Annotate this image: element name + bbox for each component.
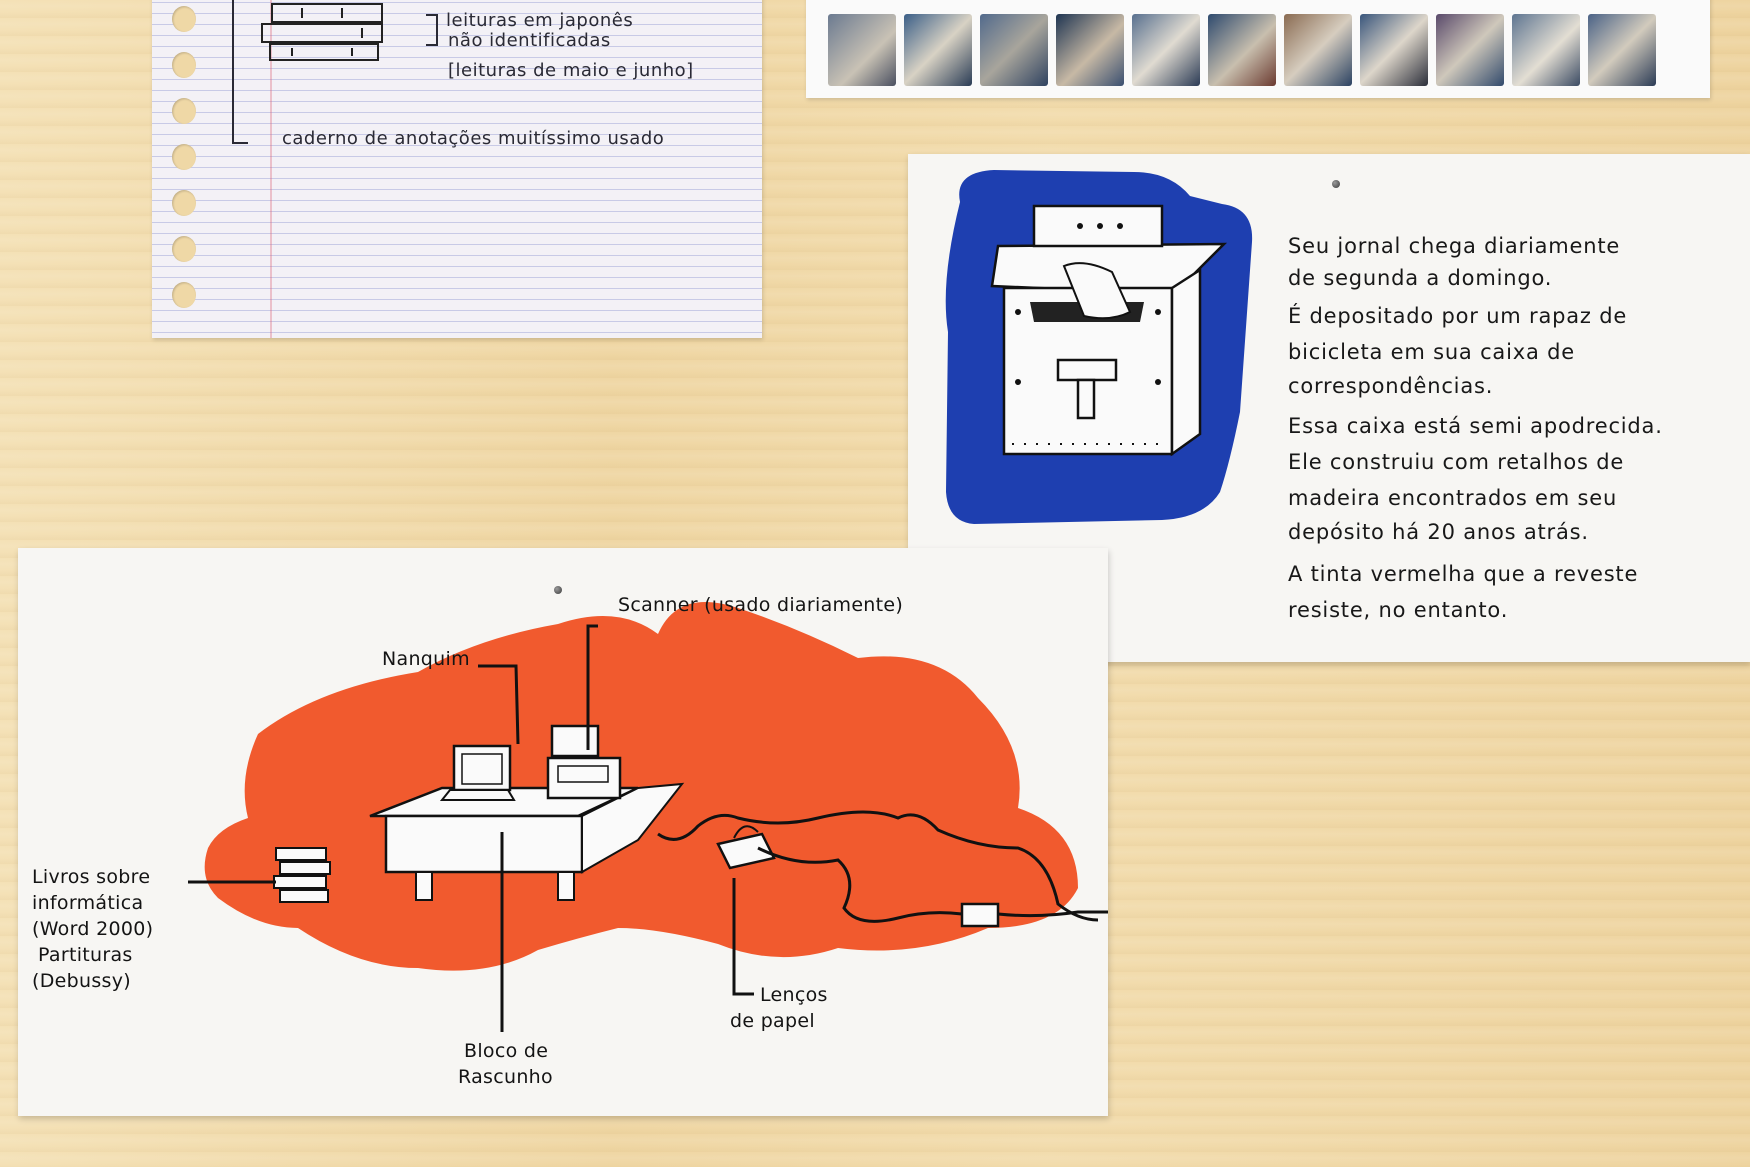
label-livros: Partituras xyxy=(38,944,133,966)
mailbox-text-line: Essa caixa está semi apodrecida. xyxy=(1288,414,1663,438)
mailbox-text-line: Ele construiu com retalhos de xyxy=(1288,450,1625,474)
mailbox-text-line: bicicleta em sua caixa de xyxy=(1288,340,1575,364)
label-livros: (Debussy) xyxy=(32,970,131,992)
mailbox-drawing xyxy=(945,170,1253,524)
photo-tile xyxy=(1512,14,1580,86)
photo-tile xyxy=(828,14,896,86)
mailbox-text-line: A tinta vermelha que a reveste xyxy=(1288,562,1639,586)
label-lencos: Lenços xyxy=(760,984,828,1006)
photo-strip xyxy=(806,0,1710,98)
notebook-line: [leituras de maio e junho] xyxy=(448,60,694,81)
binder-hole xyxy=(172,282,196,308)
binder-hole xyxy=(172,190,196,216)
photo-tile xyxy=(1360,14,1428,86)
photo-tile xyxy=(904,14,972,86)
photo-tile xyxy=(1056,14,1124,86)
tree-line xyxy=(232,0,234,144)
mailbox-text-line: Seu jornal chega diariamente xyxy=(1288,234,1621,258)
label-bloco: Rascunho xyxy=(458,1066,553,1088)
desk-drawing xyxy=(188,601,1108,1032)
binder-hole xyxy=(172,144,196,170)
tree-line xyxy=(232,142,248,144)
notebook-line: caderno de anotações muitíssimo usado xyxy=(282,128,665,149)
label-scanner: Scanner (usado diariamente) xyxy=(618,594,904,616)
label-bloco: Bloco de xyxy=(464,1040,549,1062)
photo-tile xyxy=(1436,14,1504,86)
label-nanquim: Nanquim xyxy=(382,648,470,670)
mailbox-text-line: depósito há 20 anos atrás. xyxy=(1288,520,1589,544)
desk-card: Scanner (usado diariamente) Nanquim Livr… xyxy=(18,548,1108,1116)
pin xyxy=(554,586,562,594)
mailbox-text-line: resiste, no entanto. xyxy=(1288,598,1509,622)
binder-hole xyxy=(172,52,196,78)
binder-hole xyxy=(172,98,196,124)
photo-tile xyxy=(1208,14,1276,86)
binder-hole xyxy=(172,6,196,32)
mailbox-text-line: É depositado por um rapaz de xyxy=(1288,304,1628,328)
mailbox-text-line: madeira encontrados em seu xyxy=(1288,486,1618,510)
books-sketch xyxy=(261,3,383,61)
bracket xyxy=(426,14,438,46)
binder-hole xyxy=(172,236,196,262)
label-livros: informática xyxy=(32,892,144,914)
label-livros: (Word 2000) xyxy=(32,918,154,940)
label-livros: Livros sobre xyxy=(32,866,151,888)
pin xyxy=(1332,180,1340,188)
photo-tile xyxy=(1588,14,1656,86)
notebook-line: leituras em japonês xyxy=(446,10,634,31)
label-lencos: de papel xyxy=(730,1010,815,1032)
photo-tile xyxy=(1284,14,1352,86)
photo-tile xyxy=(1132,14,1200,86)
photo-tile xyxy=(980,14,1048,86)
mailbox-text-line: correspondências. xyxy=(1288,374,1494,398)
notebook-line: não identificadas xyxy=(448,30,611,51)
mailbox-text-line: de segunda a domingo. xyxy=(1288,266,1553,290)
notebook-page: leituras em japonês não identificadas [l… xyxy=(152,0,762,338)
